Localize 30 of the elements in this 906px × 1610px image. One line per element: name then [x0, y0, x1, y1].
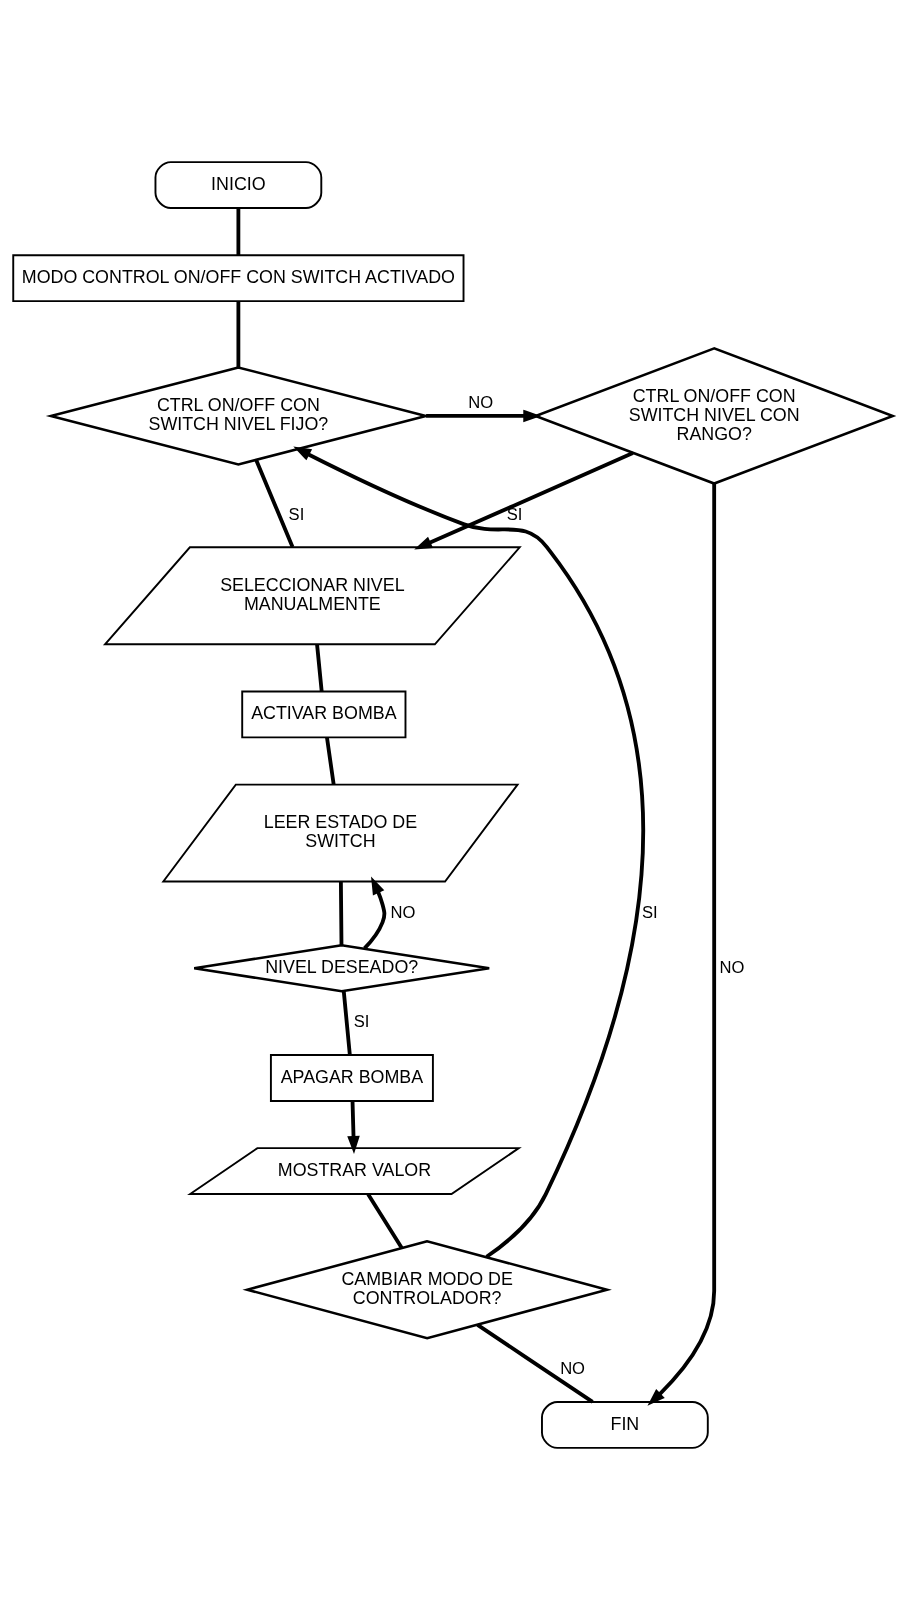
edge-label: NO — [468, 392, 494, 412]
connector — [236, 301, 241, 368]
edge-label: NO — [719, 957, 745, 977]
edge-label: SI — [506, 504, 523, 524]
node-box: APAGAR BOMBA — [269, 1054, 434, 1102]
arrow — [647, 483, 717, 1406]
node-box: INICIO — [154, 161, 323, 209]
edge-label: NO — [560, 1359, 586, 1379]
connector — [254, 459, 295, 548]
connector — [236, 208, 241, 256]
connector — [366, 1193, 404, 1249]
arrow — [293, 446, 644, 1259]
connector — [338, 881, 344, 946]
node-diamond: NIVEL DESEADO? — [192, 944, 491, 993]
node-box: FIN — [541, 1401, 709, 1449]
node-box: MODO CONTROL ON/OFF CON SWITCH ACTIVADO — [12, 254, 465, 303]
connector — [325, 737, 336, 785]
connector — [315, 644, 324, 692]
edge-label: SI — [641, 902, 658, 922]
edge-label: NO — [390, 902, 416, 922]
connector — [341, 991, 352, 1055]
arrow — [414, 451, 634, 550]
arrow — [426, 409, 542, 423]
edge-label: SI — [288, 504, 305, 524]
arrow — [347, 1101, 360, 1154]
connector — [476, 1323, 594, 1404]
arrow — [363, 876, 387, 950]
edge-label: SI — [353, 1012, 370, 1032]
node-diamond: CAMBIAR MODO DE CONTROLADOR? — [242, 1239, 612, 1340]
node-box: ACTIVAR BOMBA — [241, 690, 407, 739]
